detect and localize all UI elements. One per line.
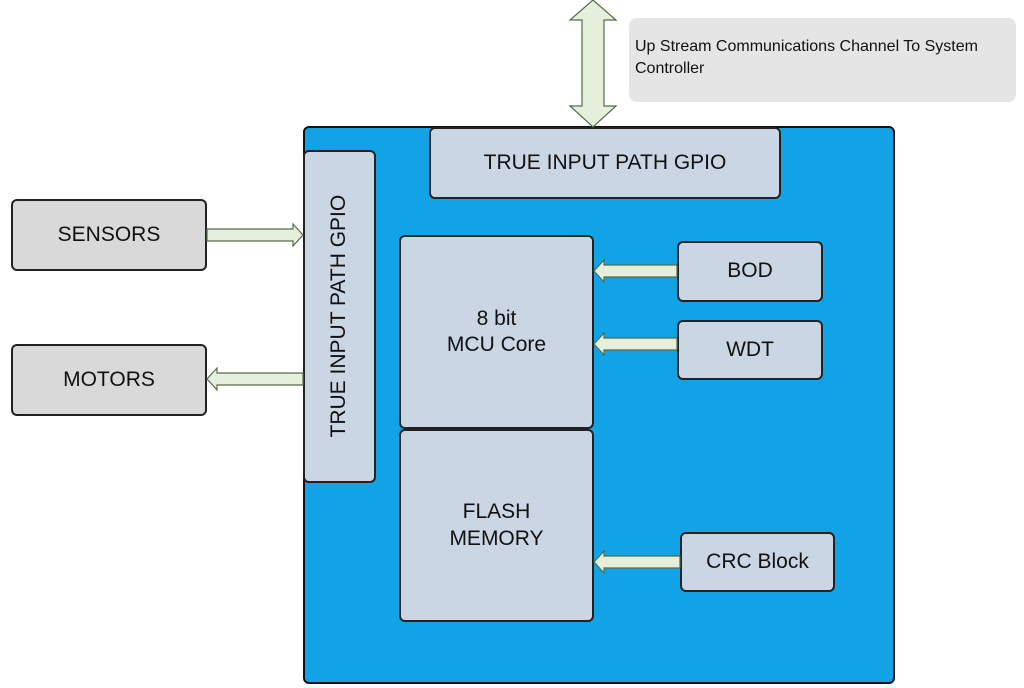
- crc-label: CRC Block: [706, 549, 809, 573]
- upstream-note: Up Stream Communications Channel To Syst…: [629, 18, 1016, 102]
- wdt-to-core-arrow: [593, 331, 678, 357]
- motors-block: MOTORS: [11, 344, 207, 416]
- gpio-left-block: TRUE INPUT PATH GPIO: [303, 150, 376, 483]
- mcu-core-line2: MCU Core: [446, 333, 547, 356]
- bod-to-core-arrow: [593, 258, 678, 284]
- flash-line2: MEMORY: [449, 526, 544, 550]
- mcu-core-line1: 8 bit: [476, 306, 517, 330]
- flash-memory-block: FLASH MEMORY: [399, 429, 594, 622]
- bod-block: BOD: [677, 241, 823, 302]
- wdt-label: WDT: [726, 337, 774, 361]
- crc-block: CRC Block: [680, 532, 835, 592]
- gpio-to-motors-arrow: [206, 366, 304, 392]
- wdt-block: WDT: [677, 320, 823, 380]
- mcu-core-block: 8 bit MCU Core: [399, 235, 594, 429]
- gpio-top-label: TRUE INPUT PATH GPIO: [483, 150, 727, 174]
- crc-to-flash-arrow: [593, 549, 681, 575]
- upstream-bidirectional-arrow: [568, 0, 618, 128]
- motors-label: MOTORS: [63, 367, 155, 391]
- sensors-label: SENSORS: [57, 222, 161, 246]
- flash-line1: FLASH: [462, 500, 531, 524]
- sensors-to-gpio-arrow: [206, 222, 304, 248]
- gpio-top-block: TRUE INPUT PATH GPIO: [429, 127, 781, 199]
- bod-label: BOD: [727, 259, 773, 283]
- sensors-block: SENSORS: [11, 199, 207, 271]
